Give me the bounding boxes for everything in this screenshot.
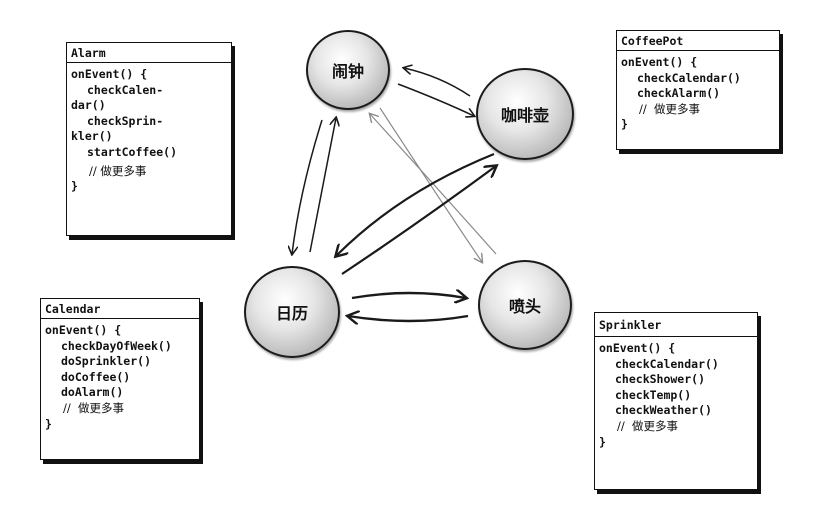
code-line: doAlarm() xyxy=(61,385,124,400)
arrow-calendar-to-sprinkler xyxy=(351,293,466,298)
alarm-node-label: 闹钟 xyxy=(331,62,364,81)
code-line: onEvent() { xyxy=(621,55,698,69)
alarm-card-body: onEvent() { checkCalen- dar() checkSprin… xyxy=(67,63,231,199)
code-line: checkDayOfWeek() xyxy=(61,338,172,353)
alarm-card: Alarm onEvent() { checkCalen- dar() chec… xyxy=(66,42,232,236)
sprinkler-card-title: Sprinkler xyxy=(595,313,757,337)
arrow-calendar-to-alarm xyxy=(309,118,336,253)
arrow-coffeepot-to-calendar xyxy=(336,152,495,256)
arrow-sprinkler-to-alarm xyxy=(370,114,497,255)
arrow-alarm-to-sprinkler xyxy=(379,107,482,262)
code-line: checkSprin- xyxy=(87,113,164,128)
code-line: kler() xyxy=(71,129,113,144)
code-line: } xyxy=(45,416,52,431)
code-line: dar() xyxy=(71,98,106,113)
sprinkler-node-label: 喷头 xyxy=(508,297,541,316)
coffeepot-card-title: CoffeePot xyxy=(617,31,779,51)
code-comment: // 做更多事 xyxy=(639,101,701,116)
code-line: } xyxy=(599,434,606,449)
coffeepot-card: CoffeePot onEvent() { checkCalendar() ch… xyxy=(616,30,780,150)
arrow-sprinkler-to-calendar xyxy=(348,316,469,321)
coffeepot-node-label: 咖啡壶 xyxy=(500,106,549,125)
code-line: startCoffee() xyxy=(87,144,178,159)
code-line: onEvent() { xyxy=(599,341,676,355)
code-comment: // 做更多事 xyxy=(617,418,679,433)
sprinkler-card: Sprinkler onEvent() { checkCalendar() ch… xyxy=(594,312,758,490)
coffeepot-node: 咖啡壶 xyxy=(476,68,574,160)
code-line: checkWeather() xyxy=(615,403,712,418)
code-line: checkCalendar() xyxy=(637,70,741,85)
code-line: checkShower() xyxy=(615,372,706,387)
code-line: onEvent() { xyxy=(45,323,122,337)
code-line: doSprinkler() xyxy=(61,354,152,369)
alarm-node: 闹钟 xyxy=(306,30,390,110)
sprinkler-node: 喷头 xyxy=(478,260,572,350)
code-line: checkAlarm() xyxy=(637,86,721,101)
code-comment: // 做更多事 xyxy=(63,400,125,415)
calendar-node-label: 日历 xyxy=(275,304,308,323)
coffeepot-card-body: onEvent() { checkCalendar() checkAlarm()… xyxy=(617,51,779,137)
calendar-card-body: onEvent() { checkDayOfWeek() doSprinkler… xyxy=(41,319,199,436)
calendar-card: Calendar onEvent() { checkDayOfWeek() do… xyxy=(40,298,200,460)
code-line: doCoffee() xyxy=(61,369,131,384)
code-line: } xyxy=(621,117,628,132)
calendar-node: 日历 xyxy=(244,266,340,358)
arrow-calendar-to-coffeepot xyxy=(341,166,496,275)
alarm-card-title: Alarm xyxy=(67,43,231,63)
code-line: } xyxy=(71,179,78,194)
code-line: checkTemp() xyxy=(615,387,692,402)
code-line: onEvent() { xyxy=(71,67,148,81)
sprinkler-card-body: onEvent() { checkCalendar() checkShower(… xyxy=(595,337,757,454)
code-line: checkCalendar() xyxy=(615,356,719,371)
arrow-alarm-to-calendar xyxy=(292,119,323,254)
calendar-card-title: Calendar xyxy=(41,299,199,319)
arrow-alarm-to-coffeepot xyxy=(397,83,474,116)
code-comment: // 做更多事 xyxy=(89,163,147,178)
code-line: checkCalen- xyxy=(87,82,164,97)
arrow-coffeepot-to-alarm xyxy=(404,68,471,97)
